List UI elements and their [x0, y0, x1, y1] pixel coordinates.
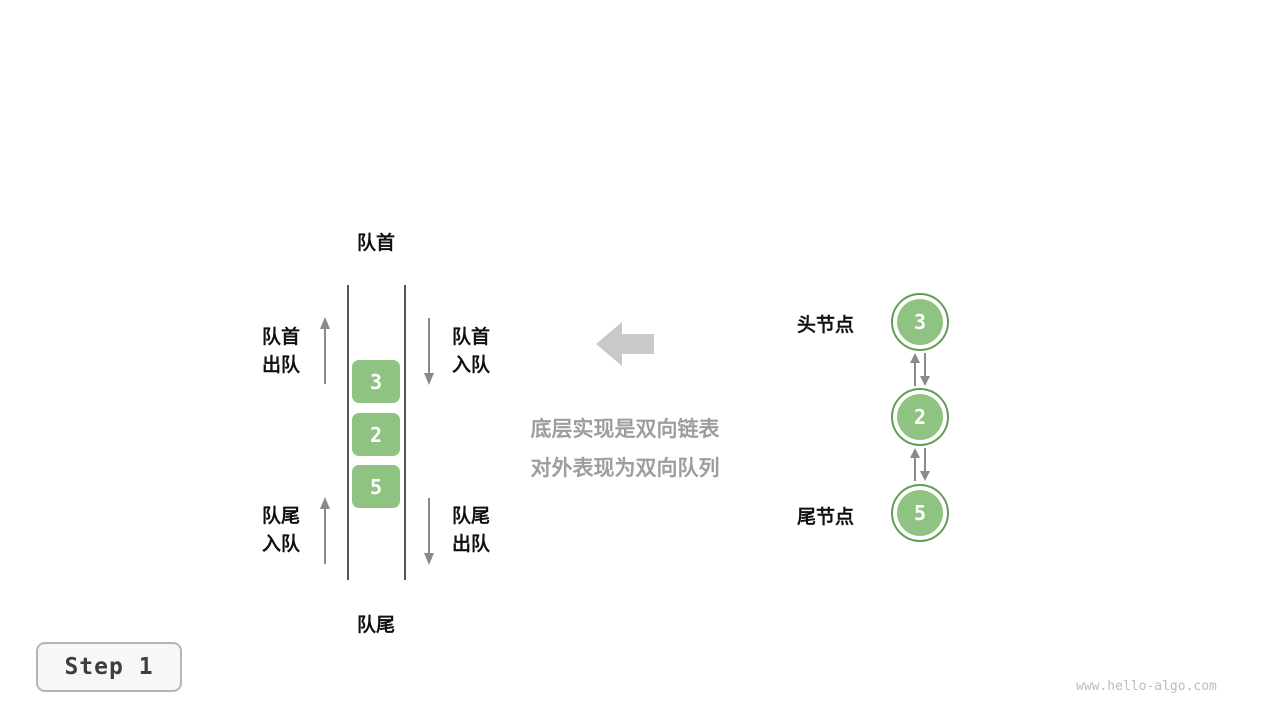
- rear-dequeue-label: 队尾 出队: [452, 503, 514, 559]
- double-link-arrows-icon: [910, 353, 930, 386]
- up-arrow-icon: [320, 497, 330, 564]
- head-node-label: 头节点: [796, 315, 854, 336]
- rear-enqueue-label-line2: 入队: [261, 534, 300, 555]
- annotation-text: 底层实现是双向链表 对外表现为双向队列: [470, 410, 780, 488]
- watermark: www.hello-algo.com: [1076, 679, 1217, 694]
- queue-item: 2: [352, 413, 400, 456]
- queue-right-wall: [404, 285, 406, 580]
- front-enqueue-label-line1: 队首: [452, 327, 491, 348]
- front-enqueue-label: 队首 入队: [452, 324, 514, 380]
- queue-left-wall: [347, 285, 349, 580]
- list-node: 5: [891, 484, 949, 542]
- list-node-value: 3: [897, 299, 943, 345]
- step-badge: Step 1: [36, 642, 182, 692]
- queue-front-label: 队首: [356, 233, 395, 254]
- rear-enqueue-label: 队尾 入队: [238, 503, 300, 559]
- annotation-line1: 底层实现是双向链表: [530, 418, 720, 441]
- rear-dequeue-label-line1: 队尾: [452, 506, 491, 527]
- front-enqueue-label-line2: 入队: [452, 355, 491, 376]
- rear-enqueue-label-line1: 队尾: [261, 506, 300, 527]
- left-block-arrow-icon: [596, 322, 654, 366]
- list-node-value: 2: [897, 394, 943, 440]
- rear-dequeue-label-line2: 出队: [452, 534, 491, 555]
- list-node: 2: [891, 388, 949, 446]
- front-dequeue-label: 队首 出队: [238, 324, 300, 380]
- list-node: 3: [891, 293, 949, 351]
- front-dequeue-label-line2: 出队: [261, 355, 300, 376]
- front-dequeue-label-line1: 队首: [261, 327, 300, 348]
- down-arrow-icon: [424, 318, 434, 385]
- down-arrow-icon: [424, 498, 434, 565]
- double-link-arrows-icon: [910, 448, 930, 481]
- up-arrow-icon: [320, 317, 330, 384]
- annotation-line2: 对外表现为双向队列: [530, 457, 720, 480]
- list-node-value: 5: [897, 490, 943, 536]
- queue-rear-label: 队尾: [356, 615, 395, 636]
- queue-item: 3: [352, 360, 400, 403]
- tail-node-label: 尾节点: [796, 507, 854, 528]
- queue-item: 5: [352, 465, 400, 508]
